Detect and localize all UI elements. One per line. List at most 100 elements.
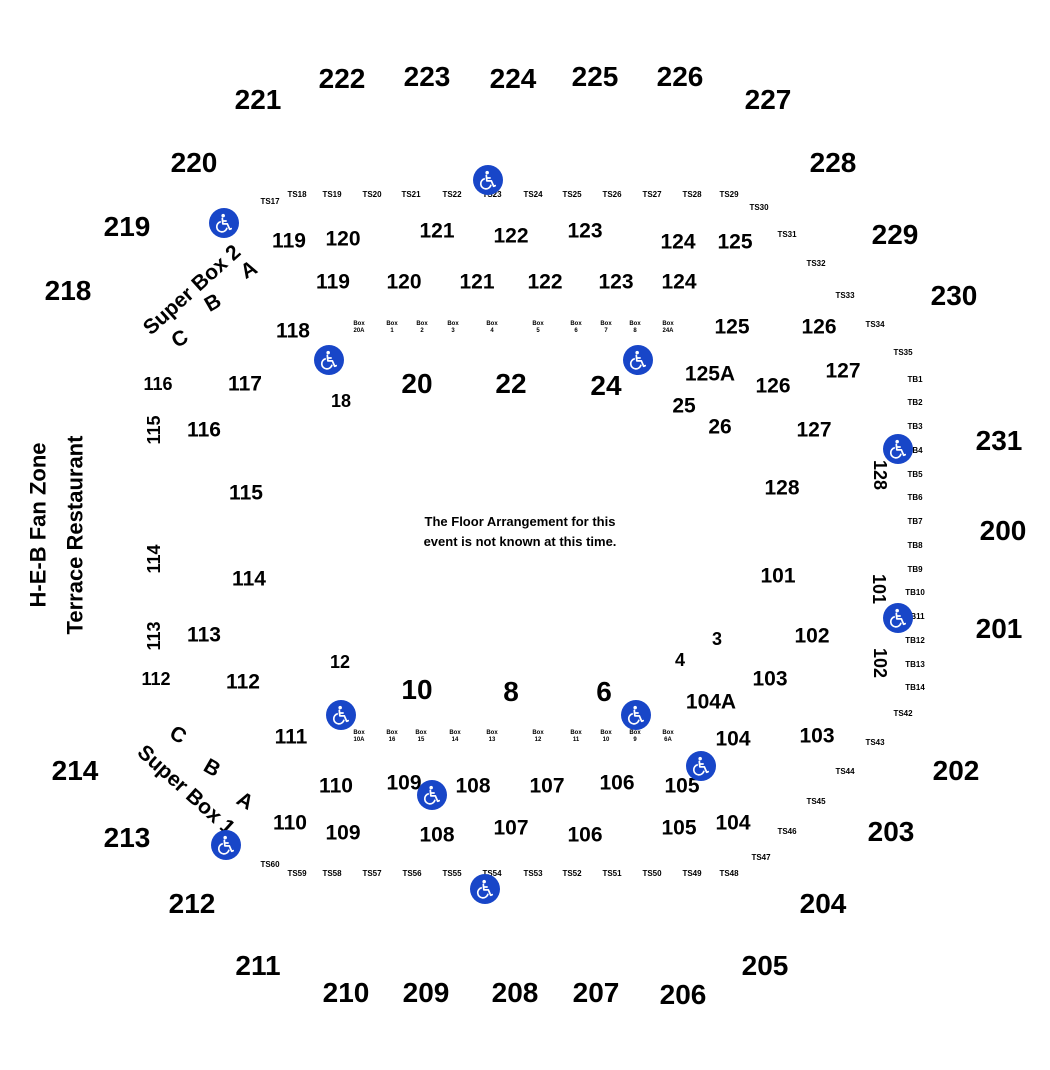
terrace-suite-ts46[interactable]: TS46 — [777, 827, 797, 836]
section-109[interactable]: 109 — [386, 771, 422, 795]
section-121[interactable]: 121 — [419, 219, 455, 243]
section-124[interactable]: 124 — [661, 270, 697, 294]
section-229[interactable]: 229 — [871, 219, 919, 250]
section-226[interactable]: 226 — [656, 61, 704, 92]
terrace-suite-tb3[interactable]: TB3 — [907, 422, 923, 431]
section-127[interactable]: 127 — [796, 418, 832, 442]
section-12[interactable]: 12 — [329, 652, 351, 672]
section-107[interactable]: 107 — [493, 816, 529, 840]
section-128[interactable]: 128 — [870, 459, 890, 491]
section-203[interactable]: 203 — [867, 816, 915, 847]
terrace-suite-ts57[interactable]: TS57 — [362, 869, 382, 878]
section-124[interactable]: 124 — [660, 230, 696, 254]
terrace-suite-ts50[interactable]: TS50 — [642, 869, 662, 878]
terrace-suite-ts60[interactable]: TS60 — [260, 860, 280, 869]
terrace-suite-ts30[interactable]: TS30 — [749, 203, 769, 212]
accessible-seating-icon[interactable] — [470, 874, 500, 904]
section-201[interactable]: 201 — [975, 613, 1023, 644]
terrace-suite-ts29[interactable]: TS29 — [719, 190, 739, 199]
section-114[interactable]: 114 — [232, 567, 266, 591]
section-101[interactable]: 101 — [869, 573, 889, 605]
section-219[interactable]: 219 — [103, 211, 151, 242]
terrace-suite-tb7[interactable]: TB7 — [907, 517, 923, 526]
section-127[interactable]: 127 — [825, 359, 861, 383]
section-115[interactable]: 115 — [144, 415, 164, 445]
terrace-suite-ts35[interactable]: TS35 — [893, 348, 913, 357]
section-119[interactable]: 119 — [316, 270, 350, 294]
section-227[interactable]: 227 — [744, 84, 792, 115]
terrace-suite-tb5[interactable]: TB5 — [907, 470, 923, 479]
terrace-suite-ts53[interactable]: TS53 — [523, 869, 543, 878]
section-122[interactable]: 122 — [527, 270, 563, 294]
section-10[interactable]: 10 — [401, 674, 433, 705]
accessible-seating-icon[interactable] — [621, 700, 651, 730]
section-209[interactable]: 209 — [402, 977, 450, 1008]
section-105[interactable]: 105 — [661, 816, 697, 840]
terrace-suite-tb1[interactable]: TB1 — [907, 375, 923, 384]
section-103[interactable]: 103 — [752, 667, 788, 691]
super-box-1[interactable]: Super Box 1 — [132, 740, 240, 840]
accessible-seating-icon[interactable] — [209, 208, 239, 238]
terrace-suite-tb14[interactable]: TB14 — [905, 683, 925, 692]
section-104[interactable]: 104 — [715, 727, 751, 751]
section-106[interactable]: 106 — [567, 823, 603, 847]
section-111[interactable]: 111 — [274, 725, 308, 749]
section-214[interactable]: 214 — [51, 755, 99, 786]
terrace-suite-ts42[interactable]: TS42 — [893, 709, 913, 718]
terrace-suite-ts28[interactable]: TS28 — [682, 190, 702, 199]
terrace-suite-ts26[interactable]: TS26 — [602, 190, 622, 199]
terrace-suite-ts56[interactable]: TS56 — [402, 869, 422, 878]
section-22[interactable]: 22 — [495, 368, 527, 399]
section-115[interactable]: 115 — [229, 481, 263, 505]
section-202[interactable]: 202 — [932, 755, 980, 786]
section-110[interactable]: 110 — [273, 811, 307, 835]
terrace-suite-ts33[interactable]: TS33 — [835, 291, 855, 300]
terrace-suite-ts31[interactable]: TS31 — [777, 230, 797, 239]
terrace-suite-ts54[interactable]: TS54 — [482, 869, 502, 878]
section-230[interactable]: 230 — [930, 280, 978, 311]
section-114[interactable]: 114 — [144, 544, 164, 574]
section-125A[interactable]: 125A — [684, 362, 736, 386]
section-120[interactable]: 120 — [325, 227, 361, 251]
terrace-suite-ts59[interactable]: TS59 — [287, 869, 307, 878]
section-231[interactable]: 231 — [975, 425, 1023, 456]
accessible-seating-icon[interactable] — [326, 700, 356, 730]
section-122[interactable]: 122 — [493, 224, 529, 248]
section-228[interactable]: 228 — [809, 147, 857, 178]
terrace-suite-ts21[interactable]: TS21 — [401, 190, 421, 199]
section-108[interactable]: 108 — [419, 823, 455, 847]
section-210[interactable]: 210 — [322, 977, 370, 1008]
terrace-suite-ts25[interactable]: TS25 — [562, 190, 582, 199]
section-206[interactable]: 206 — [659, 979, 707, 1010]
terrace-suite-ts48[interactable]: TS48 — [719, 869, 739, 878]
section-112[interactable]: 112 — [141, 669, 171, 689]
terrace-suite-ts17[interactable]: TS17 — [260, 197, 280, 206]
section-25[interactable]: 25 — [672, 394, 696, 418]
terrace-suite-ts58[interactable]: TS58 — [322, 869, 342, 878]
section-113[interactable]: 113 — [144, 621, 164, 651]
terrace-suite-ts32[interactable]: TS32 — [806, 259, 826, 268]
section-101[interactable]: 101 — [760, 564, 796, 588]
section-119[interactable]: 119 — [272, 229, 306, 253]
section-105[interactable]: 105 — [664, 774, 700, 798]
terrace-suite-ts22[interactable]: TS22 — [442, 190, 462, 199]
section-128[interactable]: 128 — [764, 476, 800, 500]
section-126[interactable]: 126 — [755, 374, 791, 398]
terrace-suite-tb13[interactable]: TB13 — [905, 660, 925, 669]
accessible-seating-icon[interactable] — [883, 603, 913, 633]
section-110[interactable]: 110 — [319, 774, 353, 798]
terrace-suite-tb11[interactable]: TB11 — [905, 612, 925, 621]
section-104A[interactable]: 104A — [685, 690, 737, 714]
section-4[interactable]: 4 — [674, 650, 686, 670]
accessible-seating-icon[interactable] — [314, 345, 344, 375]
